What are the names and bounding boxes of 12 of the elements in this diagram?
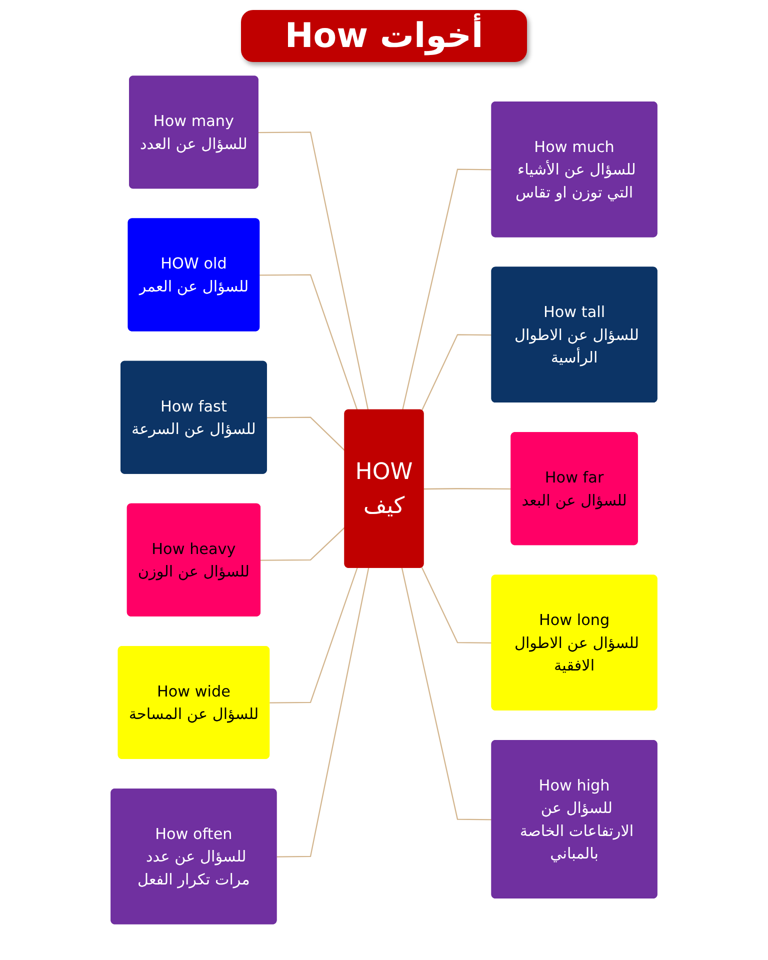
connector xyxy=(258,132,369,410)
connector xyxy=(270,568,358,704)
connector xyxy=(421,334,492,411)
connector xyxy=(424,488,512,490)
connector xyxy=(402,168,492,410)
connector xyxy=(421,567,492,644)
connector xyxy=(260,274,358,410)
title: أخوات How xyxy=(240,10,528,62)
connector xyxy=(260,526,346,561)
connector xyxy=(266,416,346,452)
connector xyxy=(276,568,370,858)
connector xyxy=(401,568,492,820)
